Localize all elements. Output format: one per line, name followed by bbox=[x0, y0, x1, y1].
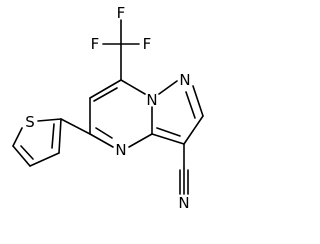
bond-th-s-c5 bbox=[12, 127, 23, 147]
bond-th-c3-c2-double bbox=[51, 123, 55, 149]
bond-th-c2-s bbox=[37, 118, 62, 122]
molecule-structure: F F F N N N S N bbox=[12, 4, 204, 212]
atom-n-nitrile: N bbox=[178, 194, 189, 212]
bond-c2-c3 bbox=[183, 115, 204, 145]
bonds bbox=[12, 19, 204, 195]
bond-th-c3-c2 bbox=[58, 118, 62, 154]
bond-n7a-n1 bbox=[158, 80, 178, 95]
bond-c5-n4-double bbox=[95, 127, 113, 139]
bond-n7a-c7 bbox=[120, 79, 146, 95]
atom-s-thiophene: S bbox=[25, 113, 35, 131]
bond-n1-c2-double bbox=[185, 91, 196, 119]
bond-c5-n4 bbox=[89, 133, 114, 148]
bond-c3-c3a-double bbox=[156, 127, 181, 137]
bond-c5-thiophene bbox=[60, 118, 91, 135]
atom-n-bridge: N bbox=[146, 91, 157, 109]
bond-th-c4-c3 bbox=[29, 152, 60, 167]
bond-c7-c6-double bbox=[93, 87, 118, 102]
bond-n4-c3a bbox=[128, 133, 153, 148]
bond-n1-c2 bbox=[192, 85, 204, 117]
atom-n-pyrimidine: N bbox=[115, 141, 126, 159]
atom-f-right: F bbox=[143, 35, 152, 53]
atom-n-pyrazole: N bbox=[179, 71, 190, 89]
bond-c7-c6 bbox=[89, 79, 122, 99]
atom-f-left: F bbox=[91, 35, 100, 53]
bond-th-c5-c4-double bbox=[20, 145, 34, 160]
bond-c3-c3a bbox=[151, 133, 185, 145]
atom-labels: F F F N N N S N bbox=[25, 4, 190, 212]
atom-f-top: F bbox=[117, 4, 126, 22]
bond-th-c5-c4 bbox=[12, 145, 31, 167]
